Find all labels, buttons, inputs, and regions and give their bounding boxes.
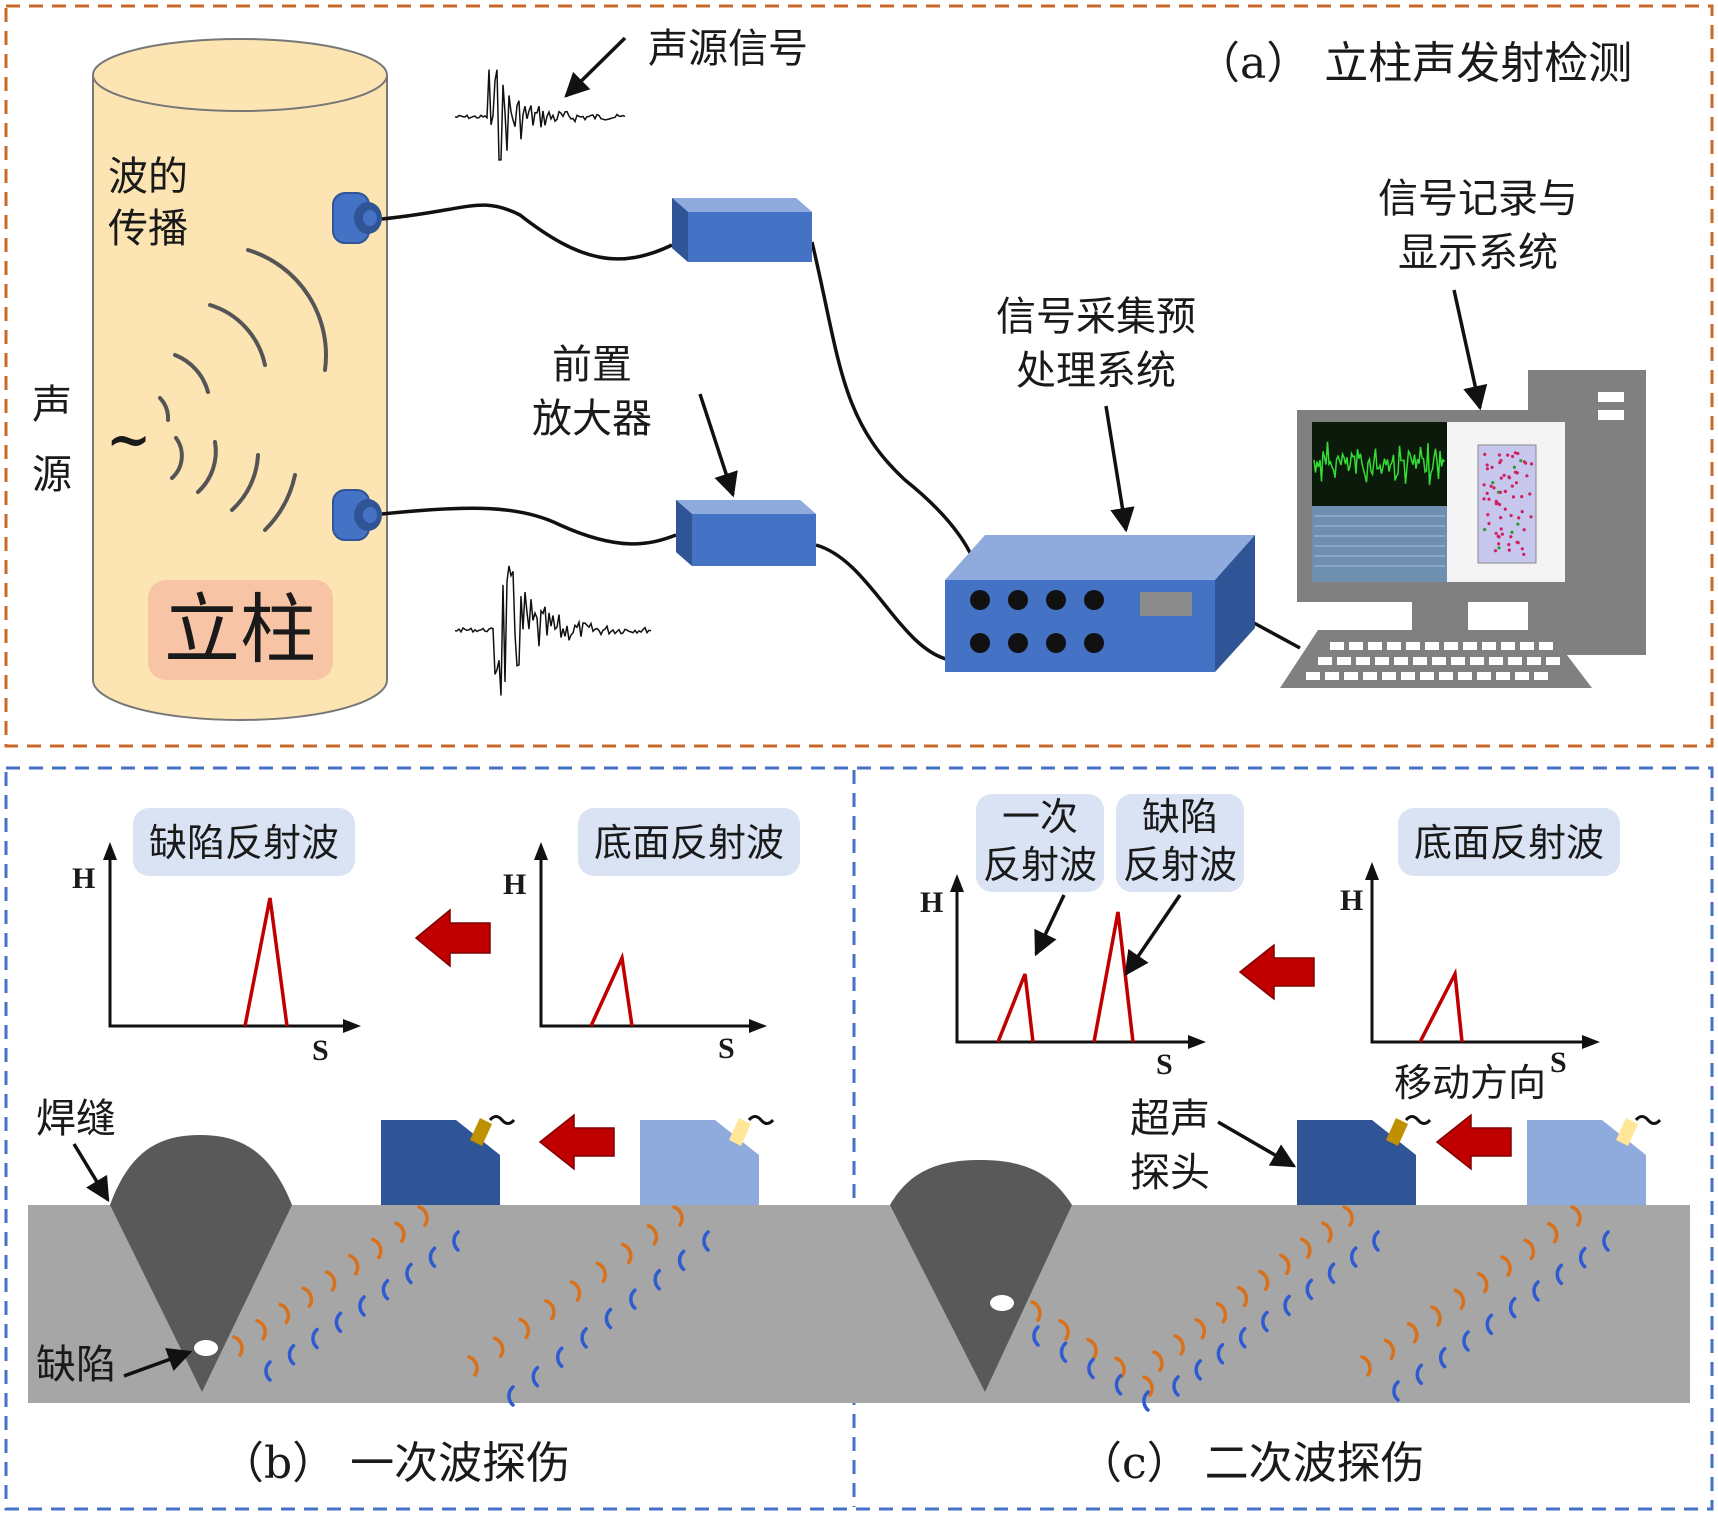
axis-s-c1: S — [1156, 1048, 1173, 1081]
source-signal-waveform-bottom — [454, 565, 652, 696]
primary-wave-box-c — [976, 794, 1104, 892]
weld-label: 焊缝 — [36, 1096, 116, 1142]
probe-c-moved — [1297, 1115, 1432, 1205]
axis-s-b1: S — [312, 1034, 329, 1067]
recording-label-1: 信号记录与 — [1378, 176, 1578, 222]
plot-axes — [108, 848, 1594, 1044]
defect-label: 缺陷 — [36, 1342, 116, 1388]
acquisition-label-1: 信号采集预 — [996, 294, 1196, 340]
probe-label-2: 探头 — [1130, 1150, 1210, 1196]
weld-c — [890, 1160, 1072, 1392]
probe-b-start — [640, 1115, 775, 1205]
acquisition-box — [945, 535, 1255, 672]
preamp-bottom — [676, 500, 816, 566]
defect-wave-label-2: 反射波 — [1123, 843, 1237, 887]
bottom-wave-label-c: 底面反射波 — [1414, 821, 1604, 865]
preamp-arrow — [698, 393, 738, 498]
column-label: 立柱 — [164, 585, 316, 674]
computer — [1280, 370, 1646, 688]
panel-bc-border — [4, 766, 1714, 1511]
primary-wave-label-2: 反射波 — [983, 843, 1097, 887]
steel-plate — [28, 1205, 1690, 1403]
defect-wave-box-b — [133, 808, 355, 876]
source-label-1: 声 — [32, 382, 72, 428]
wave-label-1: 波的 — [108, 154, 188, 200]
recording-arrow — [1452, 289, 1488, 411]
primary-wave-label-1: 一次 — [1002, 795, 1078, 839]
probe-b-moved — [381, 1115, 516, 1205]
preamp-label-1: 前置 — [552, 342, 632, 388]
wave-label-2: 传播 — [108, 206, 188, 252]
panel-c-title: （c） 二次波探伤 — [1078, 1438, 1425, 1489]
acquisition-label-2: 处理系统 — [1016, 348, 1176, 394]
defect-c — [990, 1295, 1014, 1311]
defect-wave-label-1: 缺陷 — [1142, 795, 1218, 839]
preamp-label-2: 放大器 — [532, 396, 652, 442]
recording-label-2: 显示系统 — [1398, 230, 1558, 276]
signal-arrow — [564, 36, 627, 98]
source-signal-waveform-top — [454, 69, 626, 161]
weld-b — [110, 1135, 292, 1392]
propagation-waves — [158, 248, 328, 532]
preamp-top — [672, 198, 812, 262]
axis-h-c2: H — [1340, 884, 1363, 917]
sensor-top — [332, 192, 382, 244]
bottom-wave-box-c — [1398, 808, 1620, 876]
source-symbol: ~ — [106, 407, 151, 471]
source-label-2: 源 — [32, 452, 72, 498]
probe-label-1: 超声 — [1130, 1096, 1210, 1142]
move-arrows — [414, 908, 1512, 1171]
defect-wave-arrow — [1124, 894, 1182, 977]
bottom-wave-label-b: 底面反射波 — [594, 821, 784, 865]
ultrasonic-wave-arcs — [232, 1205, 1610, 1412]
defect-wave-label-b: 缺陷反射波 — [149, 821, 339, 865]
defect-wave-box-c — [1116, 794, 1244, 892]
bottom-wave-box-b — [578, 808, 800, 876]
defect-b — [194, 1340, 218, 1356]
signal-label: 声源信号 — [648, 26, 808, 72]
acquisition-arrow — [1104, 405, 1135, 533]
move-direction-label: 移动方向 — [1394, 1061, 1546, 1105]
axis-s-c2: S — [1550, 1046, 1567, 1079]
column-label-box — [148, 580, 333, 680]
defect-arrow — [123, 1348, 193, 1378]
plot-axis-heads — [103, 842, 1600, 1049]
weld-arrow — [72, 1143, 110, 1203]
axis-h-b2: H — [503, 868, 526, 901]
panel-a-title: （a） 立柱声发射检测 — [1196, 38, 1632, 89]
probe-arrow — [1217, 1120, 1297, 1168]
primary-wave-arrow — [1034, 894, 1066, 957]
column — [92, 38, 388, 721]
probe-c-start — [1527, 1115, 1662, 1205]
axis-h-c1: H — [920, 886, 943, 919]
panel-a-border — [4, 4, 1714, 748]
panel-b-title: （b） 一次波探伤 — [220, 1438, 570, 1489]
echo-peaks — [243, 897, 1464, 1043]
axis-h-b1: H — [72, 862, 95, 895]
axis-s-b2: S — [718, 1032, 735, 1065]
sensor-bottom — [332, 489, 382, 541]
